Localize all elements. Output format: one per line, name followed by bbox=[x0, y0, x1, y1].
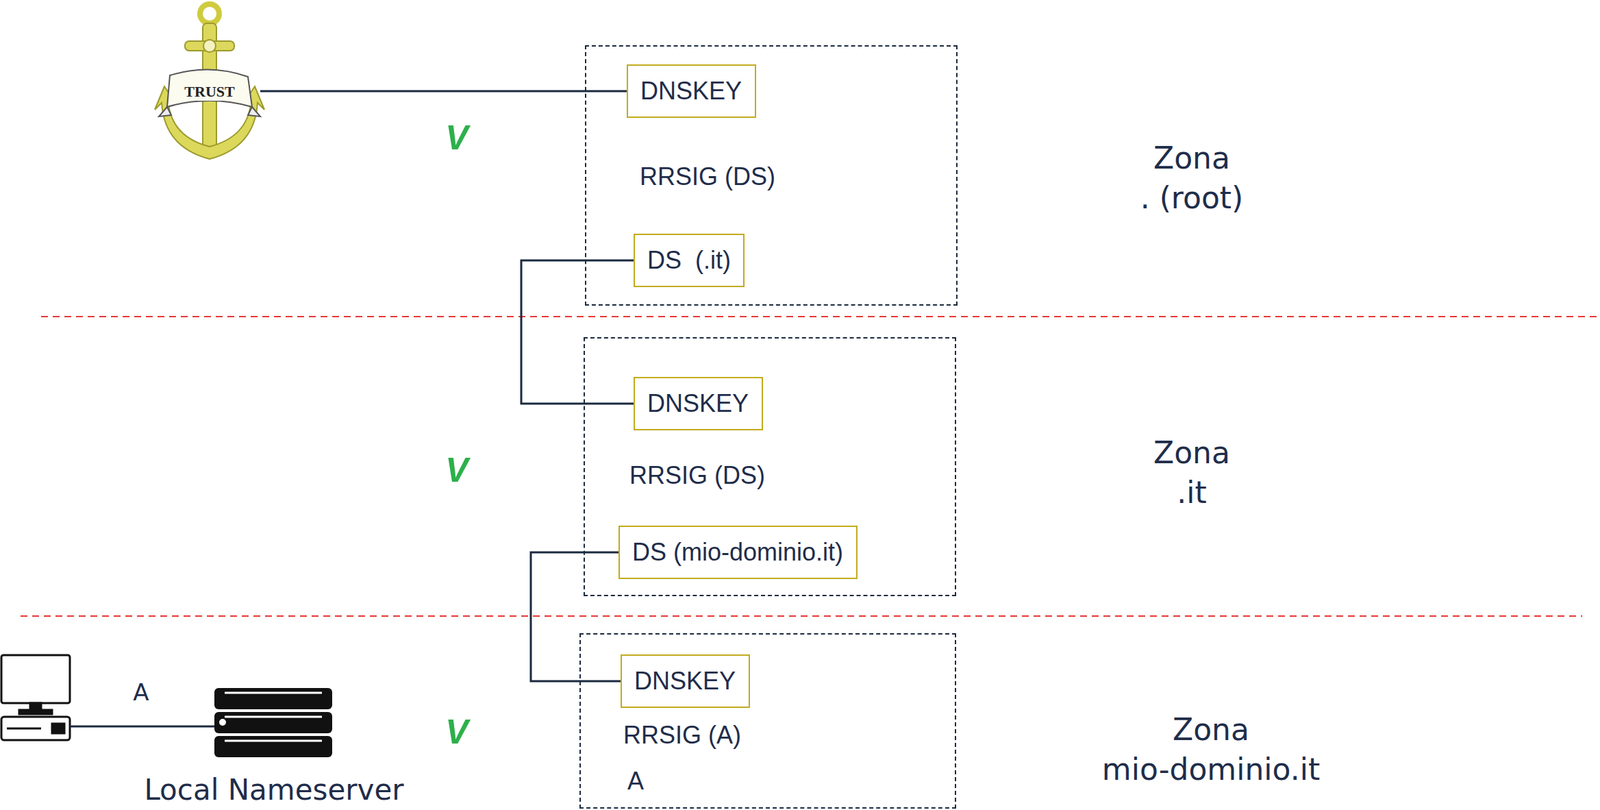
record-text: RRSIG (DS) bbox=[639, 161, 776, 192]
record-text: DNSKEY bbox=[640, 76, 742, 105]
record-text: DNSKEY bbox=[634, 666, 736, 695]
record-box: DNSKEY bbox=[633, 376, 764, 431]
trust-line bbox=[260, 90, 627, 93]
zone-box: RRSIG (DS) DNSKEY DS (.it) bbox=[584, 45, 958, 306]
record-text: A bbox=[627, 765, 644, 796]
record-text: RRSIG (DS) bbox=[629, 460, 766, 491]
server-icon bbox=[214, 687, 333, 757]
check-mark: V bbox=[445, 450, 468, 490]
trust-anchor-icon bbox=[154, 4, 265, 159]
computer-icon bbox=[1, 654, 70, 740]
zone-separator bbox=[20, 615, 1583, 617]
zone-label: mio-dominio.it bbox=[1102, 751, 1320, 787]
check-mark: V bbox=[445, 711, 468, 752]
record-text: DS (mio-dominio.it) bbox=[632, 537, 844, 566]
record-box: DS (mio-dominio.it) bbox=[618, 525, 858, 579]
chain-connector bbox=[521, 260, 634, 404]
check-mark: V bbox=[445, 117, 468, 158]
zone-label: .it bbox=[1176, 474, 1207, 510]
record-box: DS (.it) bbox=[633, 233, 745, 287]
record-label: A bbox=[132, 678, 149, 706]
zone-separator bbox=[41, 315, 1600, 318]
record-text: DNSKEY bbox=[647, 389, 749, 418]
server-label: Local Nameserver bbox=[143, 772, 404, 807]
zone-box: RRSIG (DS) DNSKEY DS (mio-dominio.it) bbox=[583, 336, 957, 596]
client-line bbox=[69, 725, 218, 728]
chain-connector bbox=[530, 552, 621, 681]
record-text: RRSIG (A) bbox=[623, 719, 742, 750]
record-box: DNSKEY bbox=[620, 654, 750, 708]
record-text: DS (.it) bbox=[647, 245, 731, 274]
zone-label: Zona bbox=[1153, 140, 1231, 176]
record-box: DNSKEY bbox=[626, 64, 757, 118]
zone-label: Zona bbox=[1153, 434, 1231, 470]
anchor-text: TRUST bbox=[182, 82, 236, 101]
zone-label: Zona bbox=[1172, 711, 1250, 747]
zone-label: . (root) bbox=[1140, 180, 1244, 216]
zone-box: RRSIG (A) A DNSKEY bbox=[579, 632, 957, 809]
